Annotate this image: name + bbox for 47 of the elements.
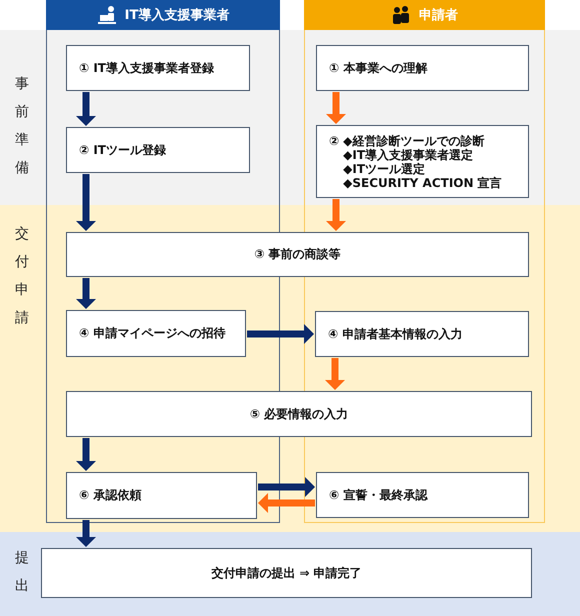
lane-header xyxy=(46,0,280,30)
arrow xyxy=(325,358,345,390)
arrow xyxy=(76,520,96,547)
step-label: ① 本事業への理解 xyxy=(329,60,428,76)
phase-band xyxy=(0,205,580,532)
process-box xyxy=(66,472,257,519)
process-box xyxy=(316,45,529,91)
lane-title: IT導入支援事業者 xyxy=(124,6,230,24)
process-box xyxy=(316,125,529,198)
step-label: 交付申請の提出 ⇒ 申請完了 xyxy=(211,564,362,582)
phase-band xyxy=(0,30,580,205)
step-label: ⑥ 宣誓・最終承認 xyxy=(329,486,428,504)
arrow xyxy=(258,477,315,497)
process-box xyxy=(316,472,529,518)
arrow xyxy=(258,493,315,513)
process-box xyxy=(66,310,246,357)
arrow xyxy=(326,92,346,124)
arrow xyxy=(326,199,346,231)
arrow xyxy=(76,278,96,309)
phase-label: 事前準備 xyxy=(15,75,30,178)
phase-label: 交付申請 xyxy=(15,225,30,328)
step-label: ④ 申請者基本情報の入力 xyxy=(328,326,462,342)
lane-header xyxy=(304,0,545,30)
process-box xyxy=(41,548,532,598)
list-item: ◆経営診断ツールでの診断 xyxy=(343,134,486,148)
arrow xyxy=(247,324,314,344)
step-label: ⑥ 承認依頼 xyxy=(79,487,142,504)
phase-label: 提出 xyxy=(15,549,30,596)
step-label: ⑤ 必要情報の入力 xyxy=(250,406,348,422)
process-box xyxy=(315,311,529,357)
lane-title: 申請者 xyxy=(419,7,458,24)
step-number: ② xyxy=(329,134,340,148)
step-label: ② ITツール登録 xyxy=(79,142,166,158)
list-item: ◆IT導入支援事業者選定 xyxy=(343,148,474,162)
step-label: ① IT導入支援事業者登録 xyxy=(79,60,214,76)
phase-band xyxy=(0,532,580,616)
list-item: ◆SECURITY ACTION 宣言 xyxy=(343,176,502,190)
arrow xyxy=(76,438,96,471)
list-item: ◆ITツール選定 xyxy=(343,162,426,176)
process-box xyxy=(66,232,529,277)
step-label: ③ 事前の商談等 xyxy=(254,246,341,263)
process-box xyxy=(66,127,250,173)
arrow xyxy=(76,92,96,126)
step-label: ④ 申請マイページへの招待 xyxy=(79,325,226,342)
process-box xyxy=(66,45,250,91)
arrow xyxy=(76,174,96,231)
process-box xyxy=(66,391,532,437)
